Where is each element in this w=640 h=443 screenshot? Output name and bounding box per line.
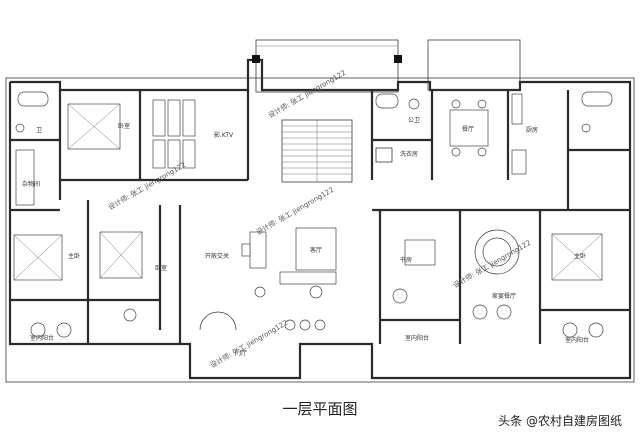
label-foyer: 门厅 <box>235 349 247 357</box>
label-master-right: 主卧 <box>574 252 586 260</box>
watermark: 设计师: 张工 jiengrong122 <box>267 68 348 120</box>
furniture-right <box>375 91 613 338</box>
plan-caption: 一层平面图 <box>282 400 358 418</box>
source-credit: 头条 @农村自建房图纸 <box>498 414 622 428</box>
label-family-dining: 家宴餐厅 <box>492 292 516 300</box>
label-laundry: 洗衣房 <box>400 150 418 158</box>
label-stair-bath: 公卫 <box>408 117 420 124</box>
label-balcony-mid: 室内阳台 <box>405 334 429 342</box>
label-ktv: 影.KTV <box>214 131 234 139</box>
watermark: 设计师: 张工 jiengrong122 <box>107 160 188 212</box>
label-corridor: 开敞交关 <box>205 252 229 260</box>
exterior-walls <box>5 39 635 383</box>
label-study: 书房 <box>400 256 412 264</box>
furniture-left <box>13 91 237 338</box>
label-master-left: 主卧 <box>68 252 80 260</box>
label-storage: 杂物间 <box>22 180 40 188</box>
furniture-center <box>241 227 337 331</box>
label-bedroom-mid-left: 卧室 <box>155 264 167 272</box>
staircase <box>281 119 393 183</box>
interior-walls <box>10 90 630 344</box>
watermark: 设计师: 张工 jiengrong122 <box>209 318 290 370</box>
label-bath-left: 卫 <box>36 127 42 134</box>
label-bedroom-top-left: 卧室 <box>118 122 130 130</box>
label-balcony-left: 室内阳台 <box>30 334 54 342</box>
label-balcony-right: 室内阳台 <box>565 336 589 344</box>
label-kitchen: 厨房 <box>526 126 538 134</box>
label-dining: 餐厅 <box>462 125 474 133</box>
label-living: 客厅 <box>310 246 322 254</box>
